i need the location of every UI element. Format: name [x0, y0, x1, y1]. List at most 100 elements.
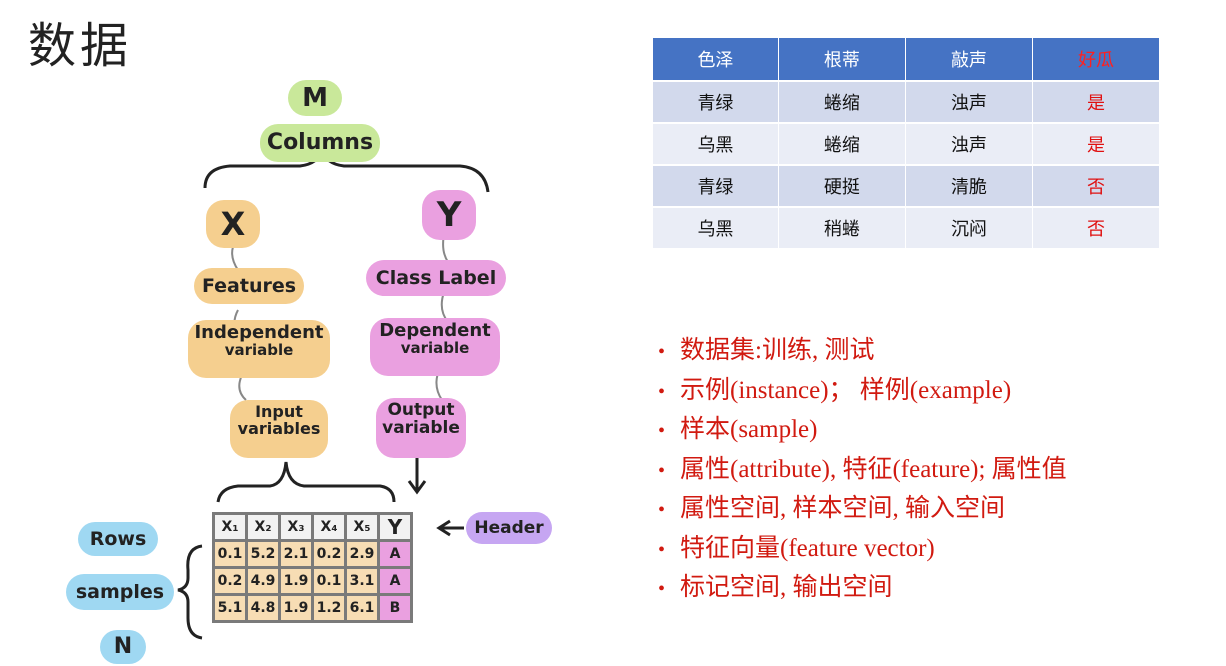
- bullet-text: 标记空间, 输出空间: [680, 574, 893, 601]
- grid-cell-y: A: [377, 539, 413, 569]
- bullet-item: • 示例(instance)； 样例(example): [658, 372, 1067, 412]
- bullet-item: • 数据集:训练, 测试: [658, 332, 1067, 372]
- tag-samples: samples: [66, 574, 174, 610]
- tag-output-variable: Output variable: [376, 398, 466, 458]
- grid-header-cell: X₂: [245, 512, 281, 542]
- arrow-down-icon: [407, 458, 427, 495]
- rows-brace: [177, 544, 203, 640]
- bullet-text: 数据集:训练, 测试: [680, 337, 875, 364]
- grid-cell: 0.2: [212, 566, 248, 596]
- grid-cell: 2.9: [344, 539, 380, 569]
- bullet-text: 属性空间, 样本空间, 输入空间: [680, 495, 1006, 522]
- table-row: 青绿 硬挺 清脆 否: [653, 164, 1161, 207]
- bullet-item: • 特征向量(feature vector): [658, 530, 1067, 570]
- table-cell: 沉闷: [905, 206, 1033, 248]
- grid-header-cell: X₁: [212, 512, 248, 542]
- grid-cell: 5.2: [245, 539, 281, 569]
- independent-line-2: variable: [224, 340, 294, 359]
- tag-columns: Columns: [260, 124, 380, 162]
- grid-cell: 4.9: [245, 566, 281, 596]
- table-header-cell: 敲声: [905, 38, 1033, 81]
- grid-header-cell: X₅: [344, 512, 380, 542]
- grid-cell: 3.1: [344, 566, 380, 596]
- table-row: 青绿 蜷缩 浊声 是: [653, 80, 1161, 123]
- grid-cell: 6.1: [344, 593, 380, 623]
- table-cell: 清脆: [905, 164, 1033, 207]
- input-line-2: variables: [237, 418, 321, 438]
- bullet-dot-icon: •: [658, 341, 666, 363]
- grid-cell: 0.1: [212, 539, 248, 569]
- grid-cell: 0.2: [311, 539, 347, 569]
- bullet-dot-icon: •: [658, 578, 666, 600]
- grid-header-cell: X₄: [311, 512, 347, 542]
- table-cell: 稍蜷: [778, 206, 906, 248]
- grid-row: 0.1 5.2 2.1 0.2 2.9 A: [212, 539, 413, 569]
- tag-m: M: [288, 80, 342, 116]
- table-header-cell-label: 好瓜: [1032, 38, 1161, 81]
- grid-row: 0.2 4.9 1.9 0.1 3.1 A: [212, 566, 413, 596]
- tag-class-label: Class Label: [366, 260, 506, 296]
- output-line-2: variable: [382, 417, 460, 438]
- table-cell-label: 否: [1032, 206, 1161, 248]
- bullet-item: • 属性(attribute), 特征(feature); 属性值: [658, 451, 1067, 491]
- table-cell: 浊声: [905, 80, 1033, 123]
- bullet-item: • 标记空间, 输出空间: [658, 569, 1067, 609]
- watermelon-table: 色泽 根蒂 敲声 好瓜 青绿 蜷缩 浊声 是 乌黑 蜷缩 浊声 是 青绿 硬挺 …: [653, 38, 1161, 248]
- bullet-text: 特征向量(feature vector): [680, 534, 935, 562]
- grid-header-cell: X₃: [278, 512, 314, 542]
- table-cell: 青绿: [653, 164, 779, 207]
- tag-rows: Rows: [78, 522, 158, 556]
- table-row: 乌黑 蜷缩 浊声 是: [653, 122, 1161, 165]
- grid-cell: 1.9: [278, 593, 314, 623]
- tag-independent-variable: Independent variable: [188, 320, 330, 378]
- tag-input-variables: Input variables: [230, 400, 328, 458]
- table-header-cell: 根蒂: [778, 38, 906, 81]
- bullet-dot-icon: •: [658, 420, 666, 442]
- bullet-text: 属性(attribute), 特征(feature); 属性值: [680, 455, 1067, 483]
- grid-cell: 0.1: [311, 566, 347, 596]
- table-cell: 蜷缩: [778, 122, 906, 165]
- table-cell: 青绿: [653, 80, 779, 123]
- grid-cell-y: A: [377, 566, 413, 596]
- grid-cell: 5.1: [212, 593, 248, 623]
- bullet-item: • 属性空间, 样本空间, 输入空间: [658, 490, 1067, 530]
- tag-n: N: [100, 630, 146, 664]
- bullet-dot-icon: •: [658, 459, 666, 482]
- grid-cell: 1.9: [278, 566, 314, 596]
- term-bullet-list: • 数据集:训练, 测试 • 示例(instance)； 样例(example) •…: [658, 332, 1067, 609]
- tag-features: Features: [194, 268, 304, 304]
- arrow-left-icon: [436, 519, 464, 537]
- bullet-dot-icon: •: [658, 538, 666, 561]
- bullet-dot-icon: •: [658, 499, 666, 521]
- bullet-item: • 样本(sample): [658, 411, 1067, 451]
- table-cell-label: 是: [1032, 122, 1161, 165]
- bullet-text: 示例(instance)； 样例(example): [680, 376, 1012, 404]
- tag-y: Y: [422, 190, 476, 240]
- table-cell: 乌黑: [653, 122, 779, 165]
- data-matrix-diagram: M Columns X Y Features Class Label Indep…: [60, 70, 580, 666]
- table-cell-label: 是: [1032, 80, 1161, 123]
- slide-title: 数据: [28, 18, 133, 74]
- bullet-text: 样本(sample): [680, 416, 818, 443]
- input-line-1: Input: [255, 402, 303, 421]
- independent-line-1: Independent: [194, 322, 324, 343]
- features-brace: [216, 461, 396, 503]
- bullet-dot-icon: •: [658, 380, 666, 403]
- grid-cell: 2.1: [278, 539, 314, 569]
- tag-dependent-variable: Dependent variable: [370, 318, 500, 376]
- table-header-row: 色泽 根蒂 敲声 好瓜: [653, 38, 1161, 81]
- tag-header: Header: [466, 512, 552, 544]
- grid-row: 5.1 4.8 1.9 1.2 6.1 B: [212, 593, 413, 623]
- table-cell: 硬挺: [778, 164, 906, 207]
- grid-header-row: X₁ X₂ X₃ X₄ X₅ Y: [212, 512, 413, 542]
- data-grid: X₁ X₂ X₃ X₄ X₅ Y 0.1 5.2 2.1 0.2 2.9 A 0…: [212, 512, 413, 623]
- table-header-cell: 色泽: [653, 38, 779, 81]
- grid-header-cell-y: Y: [377, 512, 413, 542]
- table-row: 乌黑 稍蜷 沉闷 否: [653, 206, 1161, 248]
- dependent-line-2: variable: [400, 338, 470, 357]
- grid-cell: 4.8: [245, 593, 281, 623]
- output-line-1: Output: [387, 400, 455, 420]
- grid-cell: 1.2: [311, 593, 347, 623]
- table-cell: 乌黑: [653, 206, 779, 248]
- grid-cell-y: B: [377, 593, 413, 623]
